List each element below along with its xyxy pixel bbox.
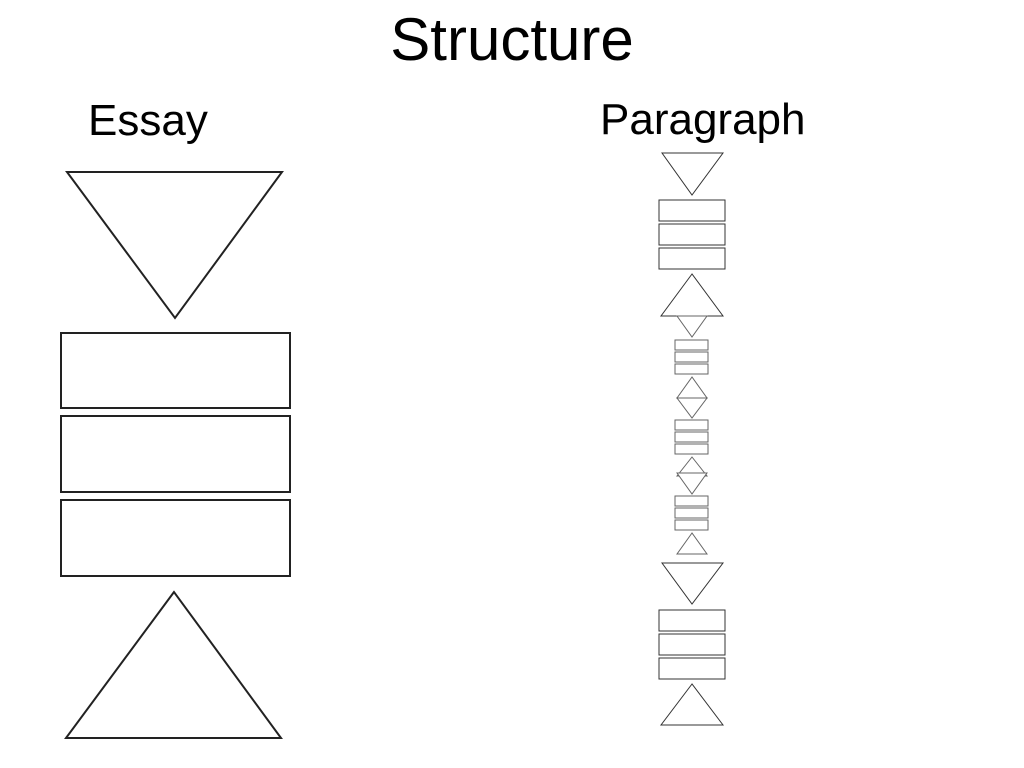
paragraph-structure: [658, 152, 726, 726]
paragraph-mid-box-2a: [674, 419, 709, 431]
paragraph-top-box-1: [658, 199, 726, 222]
paragraph-bottom-box-2: [658, 633, 726, 656]
paragraph-heading: Paragraph: [600, 95, 806, 144]
essay-structure: [60, 171, 291, 739]
essay-conclusion-triangle: [64, 590, 283, 739]
paragraph-top-down-triangle: [661, 152, 724, 196]
paragraph-mid-box-2c: [674, 443, 709, 455]
paragraph-bottom-down-triangle: [661, 562, 725, 605]
essay-body-box-1: [60, 332, 291, 409]
paragraph-mid-box-3c: [674, 519, 709, 531]
paragraph-mid-box-2b: [674, 431, 709, 443]
paragraph-mid-down-triangle-1: [676, 315, 708, 338]
paragraph-bottom-box-1: [658, 609, 726, 632]
paragraph-bottom-up-triangle: [659, 683, 725, 726]
paragraph-top-box-3: [658, 247, 726, 270]
essay-introduction-triangle: [65, 171, 284, 320]
paragraph-top-up-triangle: [660, 273, 724, 317]
paragraph-mid-box-1b: [674, 351, 709, 363]
paragraph-mid-box-1c: [674, 363, 709, 375]
essay-body-box-3: [60, 499, 291, 577]
paragraph-mid-down-triangle-3: [676, 472, 708, 495]
paragraph-mid-up-triangle-1: [676, 376, 708, 399]
paragraph-mid-down-triangle-2: [676, 397, 708, 419]
essay-body-box-2: [60, 415, 291, 493]
essay-heading: Essay: [88, 96, 208, 145]
paragraph-mid-box-3a: [674, 495, 709, 507]
paragraph-mid-box-3b: [674, 507, 709, 519]
paragraph-bottom-box-3: [658, 657, 726, 680]
paragraph-mid-box-1a: [674, 339, 709, 351]
paragraph-top-box-2: [658, 223, 726, 246]
slide-title: Structure: [390, 6, 634, 73]
paragraph-mid-up-triangle-3: [676, 532, 708, 555]
